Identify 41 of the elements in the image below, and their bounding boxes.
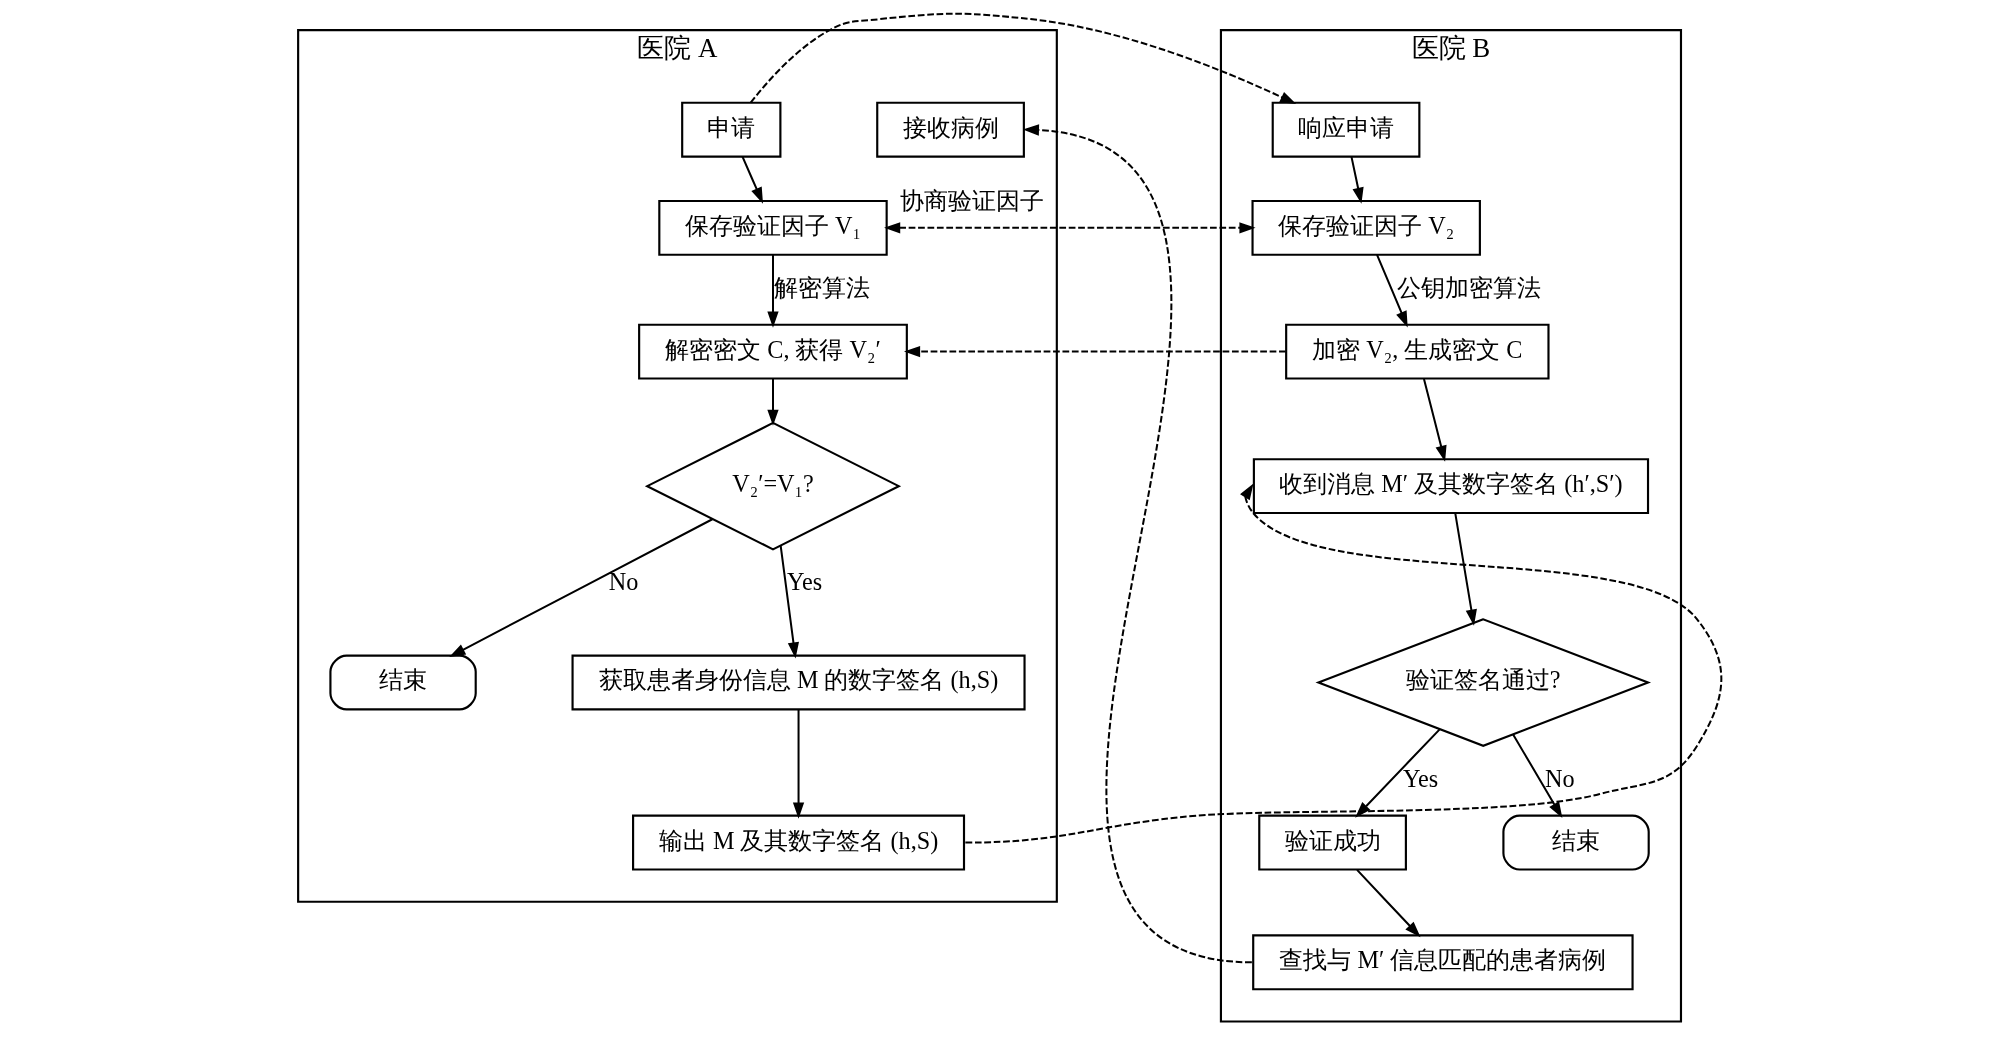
arrow xyxy=(779,545,799,659)
arrow xyxy=(964,483,1722,844)
node-box: 保存验证因子 V₂ xyxy=(1250,199,1481,256)
node-diamond: 验证签名通过? xyxy=(1314,618,1651,747)
node-box: 结束 xyxy=(1501,814,1650,871)
arrow xyxy=(1422,378,1447,462)
node-box: 响应申请 xyxy=(1271,101,1420,158)
arrow xyxy=(749,12,1296,105)
edge-label: No xyxy=(1544,764,1575,792)
arrow xyxy=(903,345,1286,358)
node-box: 解密密文 C, 获得 V₂′ xyxy=(637,323,908,380)
node-box: 获取患者身份信息 M 的数字签名 (h,S) xyxy=(571,654,1026,711)
node-box: 加密 V₂, 生成密文 C xyxy=(1284,323,1550,380)
node-box: 申请 xyxy=(680,101,781,158)
arrow xyxy=(766,379,779,426)
arrow xyxy=(792,709,804,819)
edge-label: 协商验证因子 xyxy=(899,187,1044,215)
arrow xyxy=(1375,254,1408,328)
node-box: 查找与 M′ 信息匹配的患者病例 xyxy=(1251,934,1634,991)
node-box: 验证成功 xyxy=(1257,814,1407,871)
node-box: 接收病例 xyxy=(875,101,1025,158)
node-box: 输出 M 及其数字签名 (h,S) xyxy=(631,814,965,871)
arrow xyxy=(1349,156,1364,204)
arrow xyxy=(766,254,779,328)
node-box: 保存验证因子 V₁ xyxy=(657,199,888,256)
edge-label: Yes xyxy=(1402,764,1438,792)
edge-label: 解密算法 xyxy=(773,273,870,301)
arrow xyxy=(448,518,713,657)
edge-label: No xyxy=(608,568,638,596)
node-diamond: V₂′=V₁? xyxy=(644,421,901,551)
node-box: 收到消息 M′ 及其数字签名 (h′,S′) xyxy=(1252,458,1649,515)
node-box: 结束 xyxy=(328,654,477,711)
arrow xyxy=(1354,728,1440,818)
arrow xyxy=(1022,124,1252,964)
arrow xyxy=(741,156,763,204)
edge-label: 公钥加密算法 xyxy=(1396,273,1541,301)
arrow xyxy=(1511,734,1562,819)
arrow xyxy=(883,222,1256,234)
arrow xyxy=(1453,513,1477,626)
edge-label: Yes xyxy=(786,568,822,596)
arrow xyxy=(1355,869,1421,938)
